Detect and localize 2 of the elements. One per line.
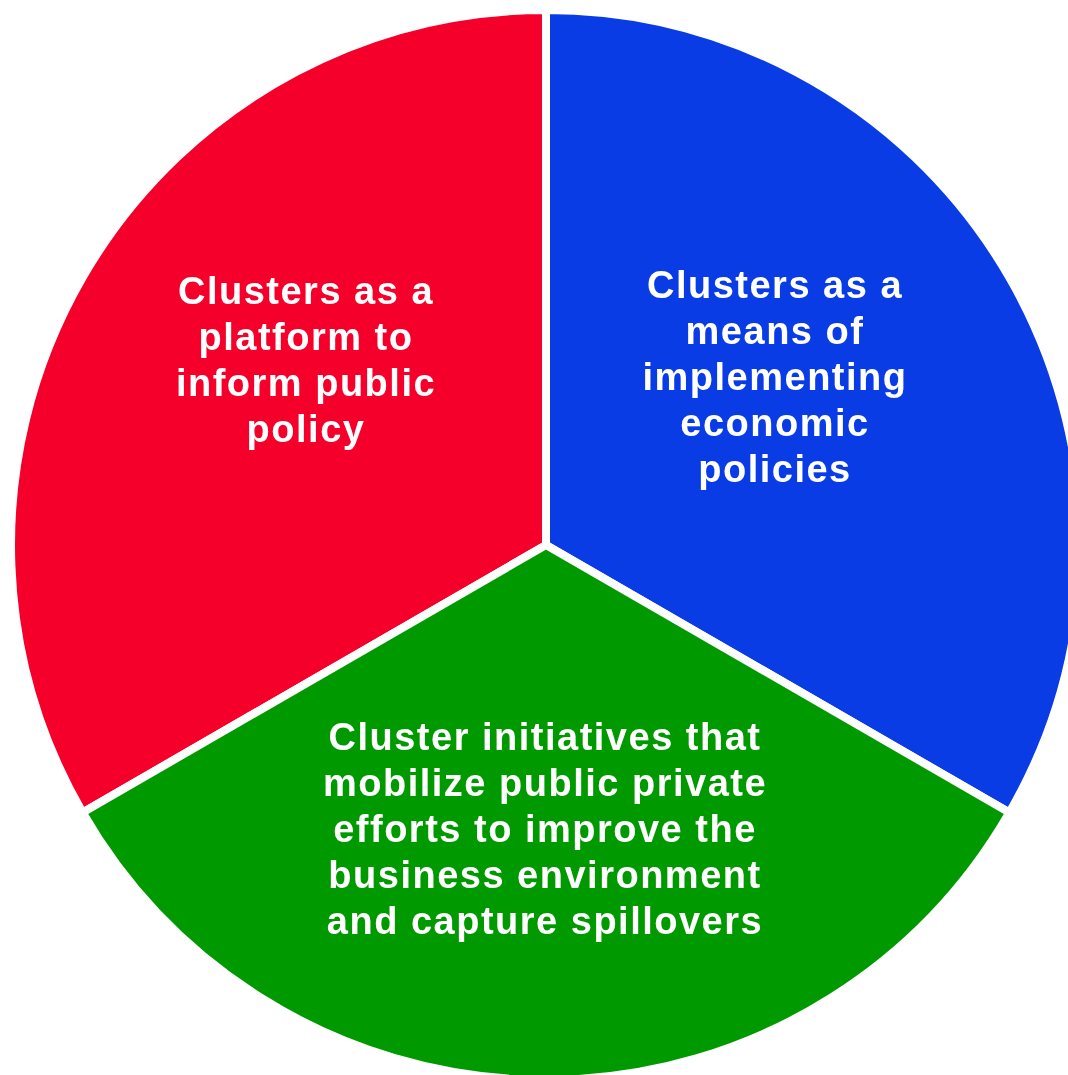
sector-label: Clusters as a platform to inform public policy: [151, 268, 461, 452]
sector-label: Clusters as a means of implementing economic policies: [625, 262, 925, 492]
